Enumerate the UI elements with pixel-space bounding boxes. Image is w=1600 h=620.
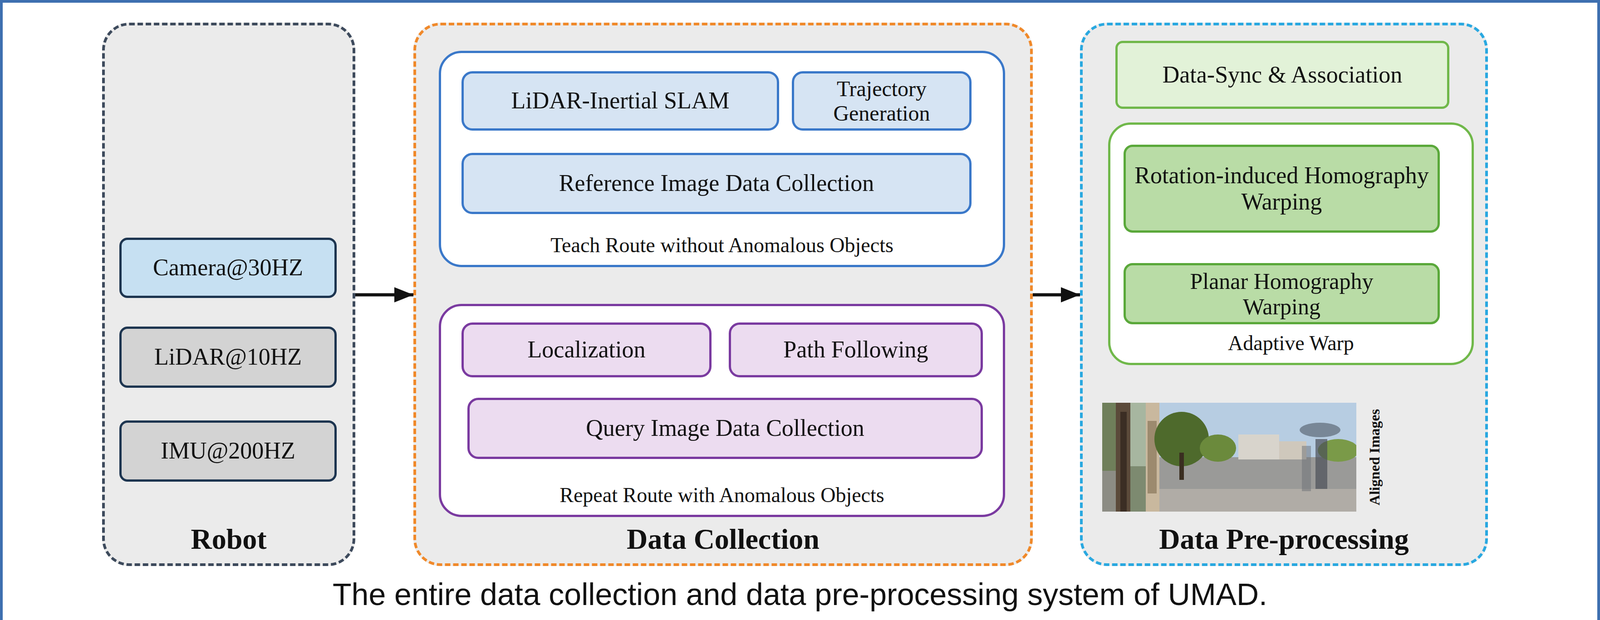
panel-title: Data Collection	[416, 522, 1031, 558]
process-box: Localization	[461, 322, 712, 378]
box-text: Trajectory Generation	[802, 76, 962, 126]
warp-group: Adaptive Warp Rotation-induced Homography…	[1108, 122, 1474, 366]
box-text: LiDAR@10HZ	[154, 343, 302, 371]
box-text: Rotation-induced Homography Warping	[1133, 162, 1430, 216]
sensor-box: IMU@200HZ	[119, 420, 337, 482]
image-part	[1115, 402, 1131, 512]
collection-panel: Data Collection Teach Route without Anoma…	[413, 22, 1033, 567]
box-text: Query Image Data Collection	[585, 415, 865, 442]
image-part	[1179, 452, 1184, 481]
process-box: LiDAR-Inertial SLAM	[461, 71, 780, 131]
box-text: Camera@30HZ	[152, 254, 304, 281]
process-box: Query Image Data Collection	[467, 397, 983, 460]
robot-panel: Robot Camera@30HZ LiDAR@10HZ IMU@200HZ	[102, 22, 356, 567]
process-box: Rotation-induced Homography Warping	[1123, 144, 1440, 233]
teach-group: Teach Route without Anomalous Objects LiD…	[438, 50, 1006, 268]
process-box: Path Following	[728, 322, 983, 378]
connector-arrow	[355, 293, 414, 297]
aligned-images-picture	[1102, 402, 1357, 512]
caption: The entire data collection and data pre-…	[0, 576, 1600, 614]
process-box: Reference Image Data Collection	[461, 152, 972, 215]
image-part	[1130, 466, 1146, 512]
image-part	[1159, 489, 1357, 512]
image-part	[1238, 434, 1280, 460]
image-label: Aligned Images	[1366, 409, 1384, 506]
box-text: Localization	[527, 336, 646, 364]
image-part	[1199, 434, 1237, 462]
image-part	[1145, 402, 1160, 512]
panel-title: Data Pre-processing	[1082, 522, 1486, 558]
box-text: Planar Homography Warping	[1157, 268, 1406, 320]
group-title: Adaptive Warp	[1110, 330, 1472, 356]
process-box: Trajectory Generation	[791, 71, 972, 131]
box-text: Path Following	[783, 336, 928, 364]
image-part	[1147, 421, 1157, 494]
sensor-box: LiDAR@10HZ	[119, 326, 337, 388]
image-part	[1301, 446, 1311, 492]
repeat-group: Repeat Route with Anomalous Objects Local…	[438, 304, 1006, 518]
image-part	[1299, 422, 1341, 438]
panel-title: Robot	[104, 522, 353, 558]
image-part	[1102, 402, 1116, 512]
box-text: LiDAR-Inertial SLAM	[511, 87, 730, 114]
preprocessing-panel: Data Pre-processing Data-Sync & Associati…	[1079, 22, 1488, 567]
image-part	[1120, 412, 1127, 512]
process-box: Planar Homography Warping	[1123, 263, 1440, 325]
process-box: Data-Sync & Association	[1115, 40, 1450, 109]
group-title: Repeat Route with Anomalous Objects	[441, 482, 1003, 508]
box-text: Data-Sync & Association	[1162, 61, 1403, 89]
box-text: IMU@200HZ	[160, 437, 295, 465]
image-part	[1102, 471, 1116, 512]
connector-arrow	[1032, 293, 1080, 297]
sensor-box: Camera@30HZ	[119, 237, 337, 299]
image-part	[1315, 439, 1328, 490]
box-text: Reference Image Data Collection	[559, 170, 874, 197]
aligned-images: Aligned Images	[1102, 402, 1393, 512]
image-part	[1130, 402, 1146, 512]
group-title: Teach Route without Anomalous Objects	[441, 232, 1003, 258]
